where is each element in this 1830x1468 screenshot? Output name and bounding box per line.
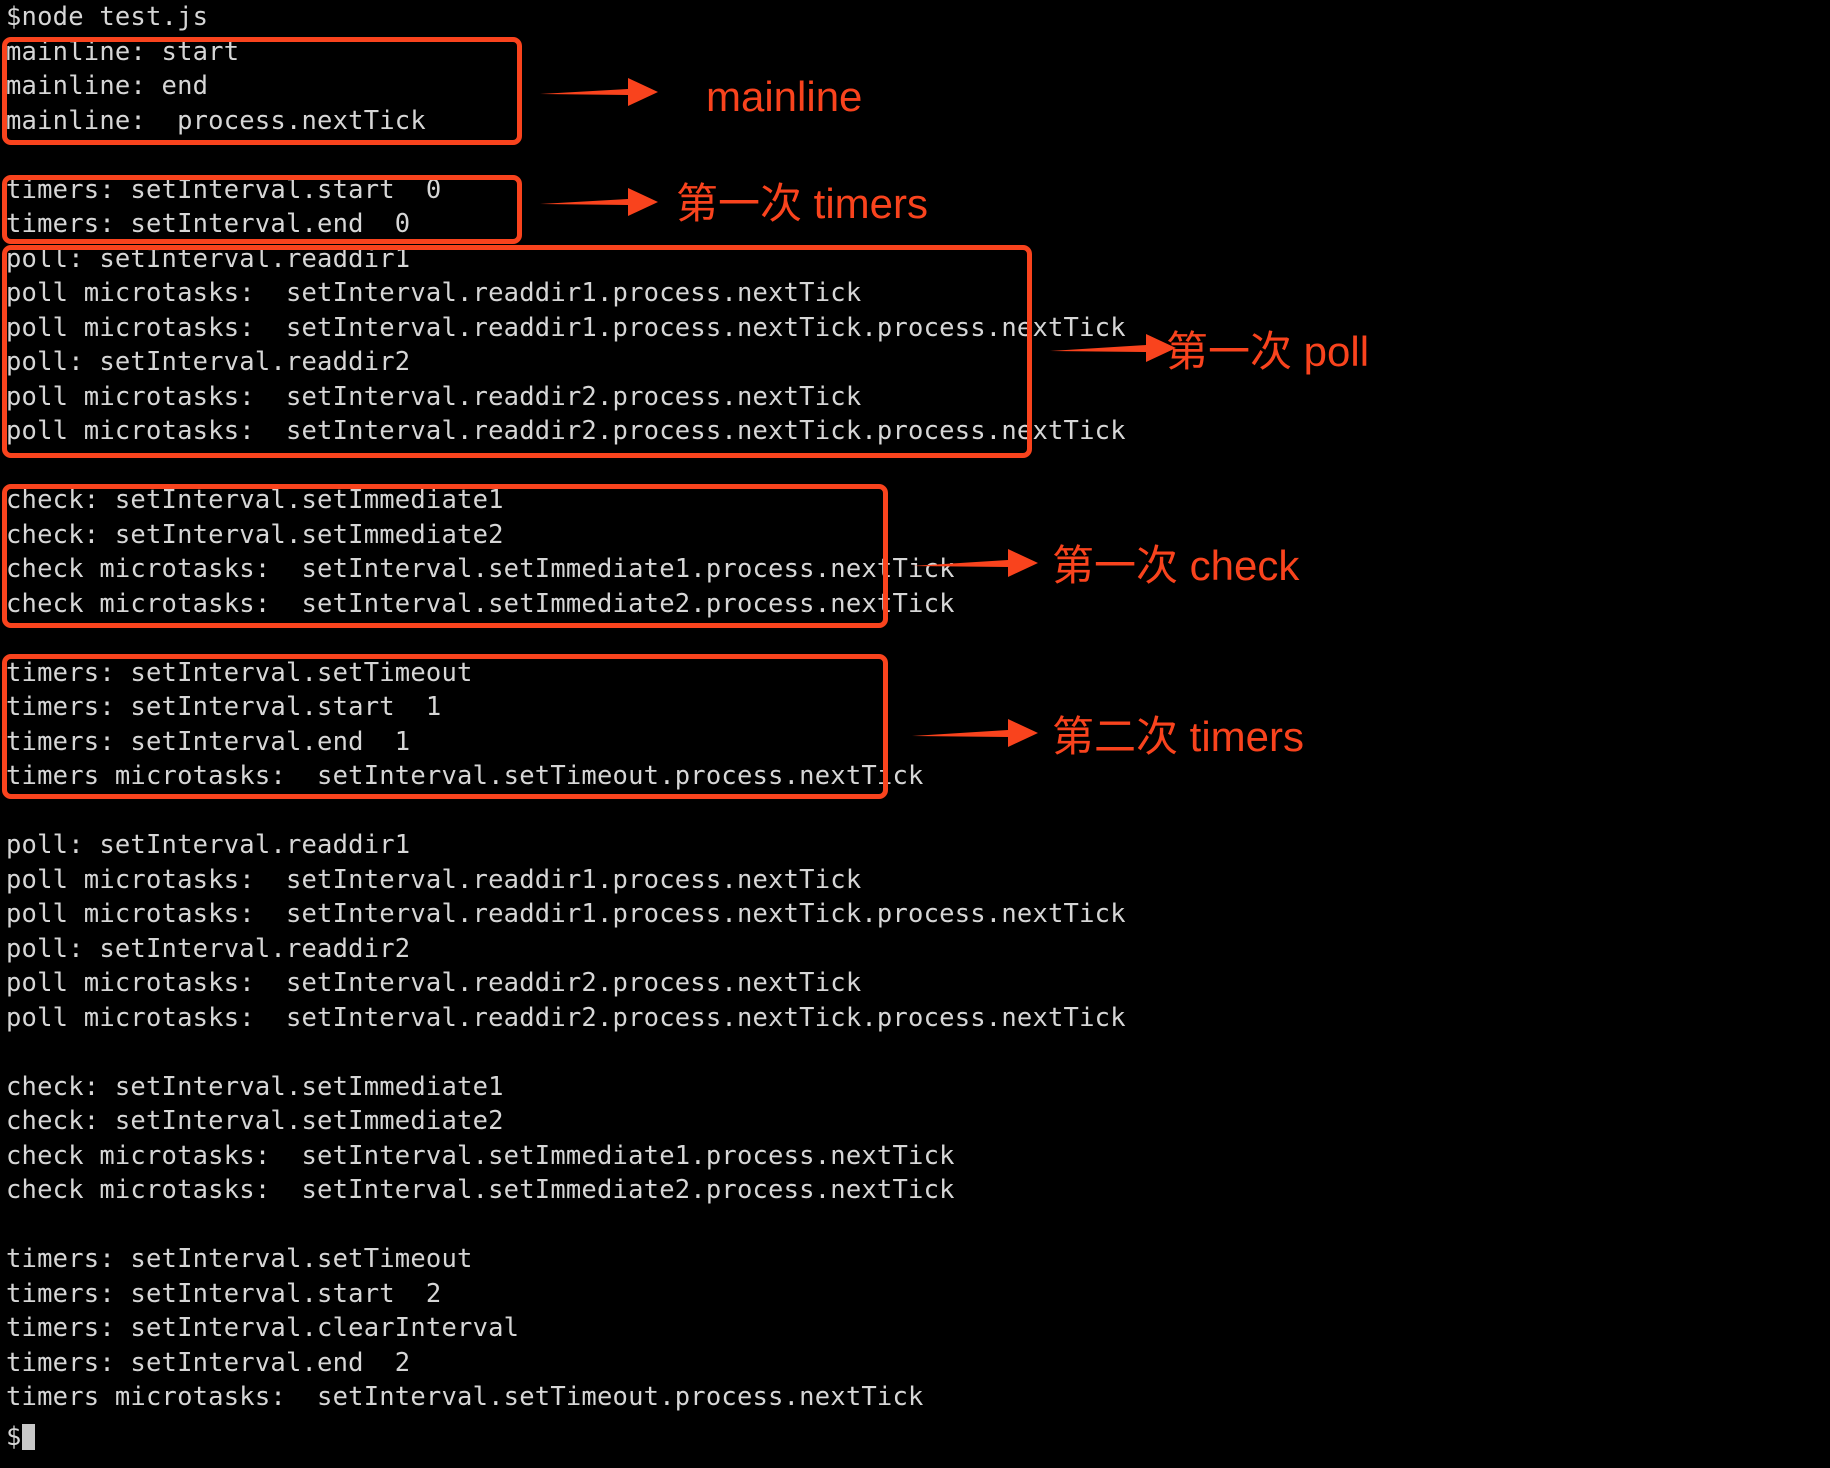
terminal-line: check microtasks: setInterval.setImmedia… bbox=[6, 1140, 955, 1171]
terminal-line: poll: setInterval.readdir1 bbox=[6, 243, 411, 274]
annotation-label-timers-1: 第一次 timers bbox=[676, 180, 929, 227]
terminal-line: timers: setInterval.end 0 bbox=[6, 209, 411, 239]
terminal-line: timers: setInterval.setTimeout bbox=[6, 657, 473, 688]
terminal-line: check microtasks: setInterval.setImmedia… bbox=[6, 1175, 955, 1205]
terminal-line: timers: setInterval.setTimeout bbox=[6, 1244, 473, 1274]
terminal-line: check: setInterval.setImmediate2 bbox=[6, 519, 504, 550]
annotation-label-mainline: mainline bbox=[706, 73, 863, 120]
prompt-symbol: $ bbox=[6, 1422, 22, 1452]
terminal-line-blank bbox=[6, 621, 1506, 656]
terminal-line: check: setInterval.setImmediate1 bbox=[6, 485, 504, 515]
terminal-line: check: setInterval.setImmediate1 bbox=[6, 1071, 504, 1102]
terminal-line: poll microtasks: setInterval.readdir2.pr… bbox=[6, 416, 1126, 446]
annotation-label-timers-2: 第二次 timers bbox=[1052, 713, 1305, 760]
terminal-line: poll microtasks: setInterval.readdir1.pr… bbox=[6, 278, 862, 308]
terminal-line: poll microtasks: setInterval.readdir1.pr… bbox=[6, 312, 1126, 343]
terminal-line-blank bbox=[6, 449, 1506, 484]
terminal-line: poll: setInterval.readdir2 bbox=[6, 347, 411, 377]
terminal-line-blank bbox=[6, 1449, 1506, 1468]
terminal-line: poll microtasks: setInterval.readdir1.pr… bbox=[6, 899, 1126, 929]
shell-prompt[interactable]: $ bbox=[6, 1420, 35, 1455]
terminal-line: mainline: process.nextTick bbox=[6, 105, 426, 136]
terminal-line: poll microtasks: setInterval.readdir1.pr… bbox=[6, 864, 862, 895]
terminal-line: mainline: end bbox=[6, 71, 209, 101]
text-cursor bbox=[21, 1424, 35, 1450]
terminal-line: poll microtasks: setInterval.readdir2.pr… bbox=[6, 968, 862, 998]
terminal-line: check microtasks: setInterval.setImmedia… bbox=[6, 588, 955, 619]
terminal-line: timers microtasks: setInterval.setTimeou… bbox=[6, 1382, 924, 1412]
terminal-line: poll: setInterval.readdir2 bbox=[6, 933, 411, 964]
terminal-line: timers: setInterval.end 1 bbox=[6, 726, 411, 757]
terminal-line-blank bbox=[6, 1415, 1506, 1450]
terminal-line: timers microtasks: setInterval.setTimeou… bbox=[6, 761, 924, 791]
terminal-line: timers: setInterval.clearInterval bbox=[6, 1313, 520, 1343]
annotation-label-poll-1: 第一次 poll bbox=[1166, 328, 1370, 375]
terminal-line-blank bbox=[6, 138, 1506, 173]
terminal-line: $node test.js bbox=[6, 2, 209, 32]
terminal-line: timers: setInterval.start 2 bbox=[6, 1278, 442, 1309]
annotation-label-check-1: 第一次 check bbox=[1052, 542, 1300, 589]
terminal-line: check: setInterval.setImmediate2 bbox=[6, 1106, 504, 1136]
terminal-line-blank bbox=[6, 1035, 1506, 1070]
terminal-line: poll microtasks: setInterval.readdir2.pr… bbox=[6, 381, 862, 412]
terminal-line: poll: setInterval.readdir1 bbox=[6, 830, 411, 860]
terminal-line: check microtasks: setInterval.setImmedia… bbox=[6, 554, 955, 584]
terminal-line: poll microtasks: setInterval.readdir2.pr… bbox=[6, 1002, 1126, 1033]
terminal-line: mainline: start bbox=[6, 36, 240, 67]
terminal-line-blank bbox=[6, 1208, 1506, 1243]
terminal-line: timers: setInterval.end 2 bbox=[6, 1347, 411, 1378]
terminal-line-blank bbox=[6, 794, 1506, 829]
terminal-output: $node test.js mainline: start mainline: … bbox=[6, 0, 1506, 1468]
terminal-line: timers: setInterval.start 1 bbox=[6, 692, 442, 722]
